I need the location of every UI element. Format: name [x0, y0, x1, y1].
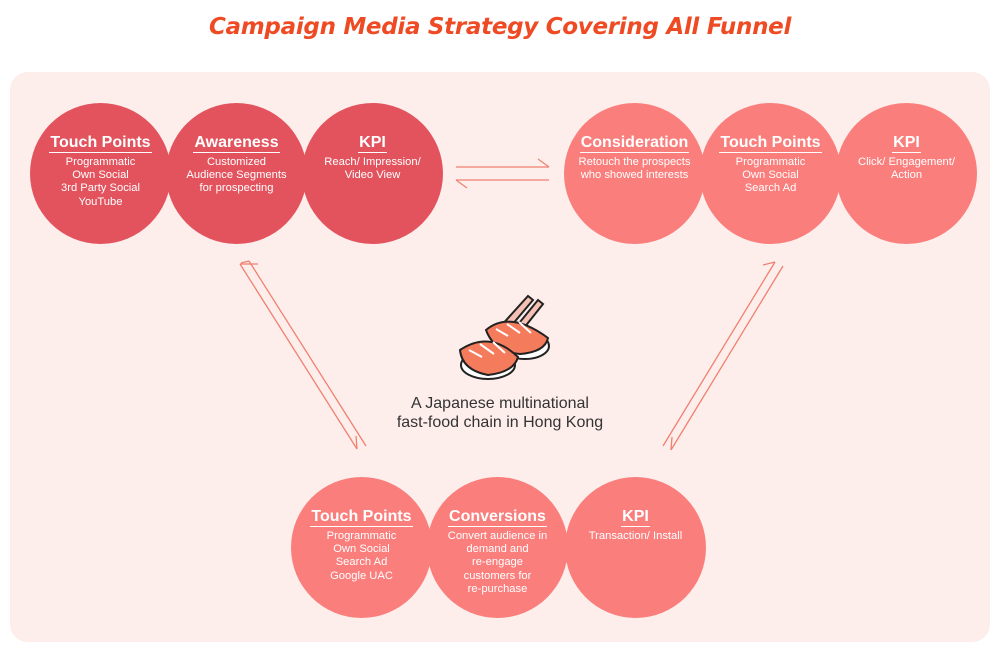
sushi-chopsticks-icon — [458, 294, 550, 380]
circle-line: 3rd Party Social — [61, 182, 140, 195]
brand-description-line2: fast-food chain in Hong Kong — [396, 414, 604, 431]
circle-heading: Touch Points — [310, 508, 413, 527]
diagram-title: Campaign Media Strategy Covering All Fun… — [208, 14, 792, 40]
circle-line: Google UAC — [330, 569, 393, 582]
circle-line: who showed interests — [580, 169, 689, 182]
circle-line: Search Ad — [335, 556, 388, 569]
circle-heading: Conversions — [448, 508, 547, 527]
circle-line: Customized — [206, 156, 267, 168]
conversions-touch-points-circle: Touch Points Programmatic Own Social Sea… — [291, 477, 432, 618]
awareness-stage-circle: Awareness Customized Audience Segments f… — [166, 103, 307, 244]
circle-line: for prospecting — [199, 182, 274, 195]
circle-line: Reach/ Impression/ — [324, 156, 421, 168]
circle-line: Action — [890, 169, 923, 182]
right-diagonal-exchange-arrow-icon — [662, 261, 784, 451]
conversions-kpi-circle: KPI Transaction/ Install — [565, 477, 706, 618]
circle-line: demand and — [466, 543, 529, 556]
consideration-kpi-circle: KPI Click/ Engagement/ Action — [836, 103, 977, 244]
circle-heading: KPI — [621, 508, 650, 527]
circle-heading: Awareness — [193, 134, 280, 153]
circle-line: Programmatic — [65, 156, 136, 168]
circle-line: Search Ad — [744, 182, 797, 195]
awareness-kpi-circle: KPI Reach/ Impression/ Video View — [302, 103, 443, 244]
circle-line: Video View — [344, 169, 401, 182]
brand-description: A Japanese multinational fast-food chain… — [350, 394, 650, 432]
circle-line: Programmatic — [326, 530, 397, 542]
circle-line: re-engage — [471, 556, 523, 569]
circle-line: re-purchase — [467, 582, 528, 595]
circle-line: Own Social — [333, 543, 390, 556]
consideration-stage-circle: Consideration Retouch the prospects who … — [564, 103, 705, 244]
circle-heading: Touch Points — [49, 134, 152, 153]
conversions-stage-circle: Conversions Convert audience in demand a… — [427, 477, 568, 618]
circle-line: Programmatic — [735, 156, 806, 168]
circle-heading: KPI — [358, 134, 387, 153]
circle-heading: Consideration — [579, 134, 690, 153]
circle-line: Click/ Engagement/ — [857, 156, 955, 168]
left-diagonal-exchange-arrow-icon — [239, 260, 367, 450]
circle-line: Own Social — [72, 169, 129, 182]
brand-description-line1: A Japanese multinational — [411, 395, 589, 412]
circle-line: Own Social — [742, 169, 799, 182]
awareness-touch-points-circle: Touch Points Programmatic Own Social 3rd… — [30, 103, 171, 244]
circle-line: YouTube — [78, 195, 123, 208]
horizontal-exchange-arrow-icon — [455, 158, 550, 189]
circle-line: customers for — [463, 569, 532, 582]
circle-line: Transaction/ Install — [588, 530, 683, 542]
consideration-touch-points-circle: Touch Points Programmatic Own Social Sea… — [700, 103, 841, 244]
circle-heading: Touch Points — [719, 134, 822, 153]
circle-heading: KPI — [892, 134, 921, 153]
circle-line: Convert audience in — [447, 530, 548, 542]
circle-line: Retouch the prospects — [578, 156, 691, 168]
circle-line: Audience Segments — [186, 169, 287, 182]
